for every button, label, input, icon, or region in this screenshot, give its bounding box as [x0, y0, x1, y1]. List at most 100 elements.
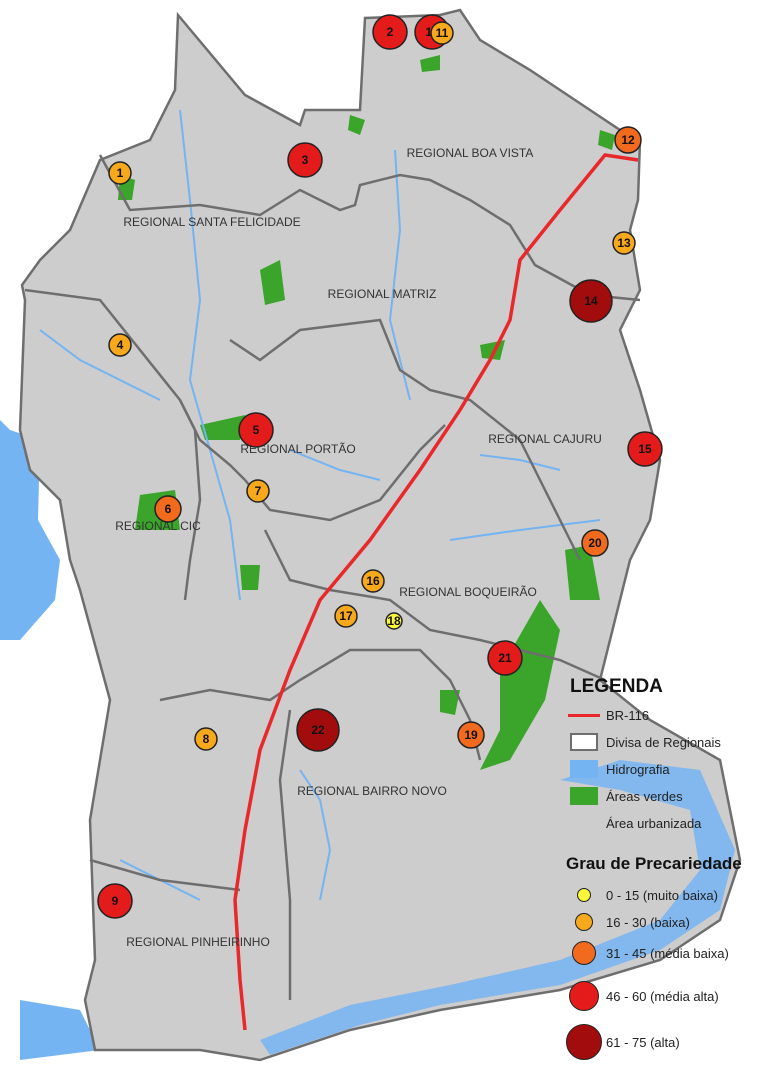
marker-number: 4 [117, 338, 124, 352]
precarity-marker-5: 5 [238, 412, 274, 448]
marker-circle [627, 431, 663, 467]
circle-swatch [577, 888, 591, 902]
marker-number: 1 [117, 166, 124, 180]
precarity-marker-14: 14 [569, 279, 613, 323]
precarity-marker-8: 8 [194, 727, 218, 751]
marker-circle [296, 708, 340, 752]
grau-item-label: 16 - 30 (baixa) [606, 914, 690, 930]
marker-number: 18 [387, 614, 401, 628]
marker-circle [569, 279, 613, 323]
precarity-marker-22: 22 [296, 708, 340, 752]
grau-item-label: 46 - 60 (média alta) [606, 988, 719, 1004]
marker-circle [108, 333, 132, 357]
grau-item-label: 61 - 75 (alta) [606, 1034, 680, 1050]
precarity-marker-3: 3 [287, 142, 323, 178]
region-label-pinheirinho: REGIONAL PINHEIRINHO [126, 935, 270, 949]
precarity-marker-15: 15 [627, 431, 663, 467]
legend-item-label: BR-116 [606, 707, 650, 723]
marker-circle [581, 529, 609, 557]
marker-number: 14 [584, 294, 598, 308]
region-label-cic: REGIONAL CIC [115, 519, 201, 533]
precarity-marker-6: 6 [154, 495, 182, 523]
marker-circle [194, 727, 218, 751]
precarity-marker-1: 1 [108, 161, 132, 185]
rivers [39, 109, 601, 901]
region-label-boa-vista: REGIONAL BOA VISTA [407, 146, 534, 160]
grau-item-label: 0 - 15 (muito baixa) [606, 887, 718, 903]
legend-item-divisa: Divisa de Regionais [566, 731, 721, 753]
grau-item-label: 31 - 45 (média baixa) [606, 945, 729, 961]
marker-circle [108, 161, 132, 185]
marker-circle [154, 495, 182, 523]
marker-circle [97, 883, 133, 919]
precarity-marker-19: 19 [457, 721, 485, 749]
legend-item-label: Divisa de Regionais [606, 734, 721, 750]
circle-swatch [566, 1024, 602, 1060]
marker-circle [614, 126, 642, 154]
grau-item-muito-baixa: 0 - 15 (muito baixa) [566, 884, 718, 906]
marker-circle [361, 569, 385, 593]
legend-item-verdes: Áreas verdes [566, 785, 683, 807]
legend: LEGENDA BR-116 Divisa de Regionais Hidro… [562, 676, 780, 1064]
boundary-swatch [570, 733, 598, 751]
water-body [20, 1000, 100, 1060]
circle-swatch [572, 941, 596, 965]
regional-boundaries [24, 154, 641, 1000]
legend-item-br116: BR-116 [566, 704, 649, 726]
precarity-marker-7: 7 [246, 479, 270, 503]
grau-item-media-alta: 46 - 60 (média alta) [566, 981, 719, 1011]
precarity-marker-2: 2 [372, 14, 408, 50]
precarity-marker-9: 9 [97, 883, 133, 919]
region-label-boqueirao: REGIONAL BOQUEIRÃO [399, 585, 537, 599]
water-swatch [570, 760, 598, 778]
marker-number: 9 [112, 894, 119, 908]
marker-number: 7 [255, 484, 262, 498]
marker-number: 12 [621, 133, 635, 147]
br-116-highway [233, 153, 639, 1031]
precarity-marker-20: 20 [581, 529, 609, 557]
precarity-marker-17: 17 [334, 604, 358, 628]
legend-item-label: Hidrografia [606, 761, 670, 777]
precarity-marker-16: 16 [361, 569, 385, 593]
marker-number: 5 [253, 423, 260, 437]
marker-number: 17 [339, 609, 353, 623]
water-body [0, 420, 60, 640]
region-label-portao: REGIONAL PORTÃO [240, 442, 355, 456]
marker-circle [238, 412, 274, 448]
marker-circle [246, 479, 270, 503]
marker-number: 3 [302, 153, 309, 167]
precarity-marker-4: 4 [108, 333, 132, 357]
region-label-matriz: REGIONAL MATRIZ [328, 287, 437, 301]
urban-swatch [570, 814, 598, 832]
marker-circle [372, 14, 408, 50]
grau-item-baixa: 16 - 30 (baixa) [566, 911, 690, 933]
grau-item-alta: 61 - 75 (alta) [566, 1024, 680, 1060]
marker-circle [612, 231, 636, 255]
marker-number: 21 [498, 651, 512, 665]
grau-item-media-baixa: 31 - 45 (média baixa) [566, 941, 729, 965]
marker-circle [457, 721, 485, 749]
precarity-marker-12: 12 [614, 126, 642, 154]
legend-item-hidro: Hidrografia [566, 758, 670, 780]
marker-number: 22 [311, 723, 325, 737]
marker-number: 8 [203, 732, 210, 746]
circle-swatch [575, 913, 593, 931]
precarity-marker-21: 21 [487, 640, 523, 676]
marker-number: 13 [617, 236, 631, 250]
marker-number: 15 [638, 442, 652, 456]
marker-circle [385, 612, 403, 630]
marker-circle [287, 142, 323, 178]
legend-item-label: Áreas verdes [606, 788, 683, 804]
marker-number: 20 [588, 536, 602, 550]
legend-title: LEGENDA [570, 676, 663, 697]
precarity-marker-11: 11 [430, 21, 454, 45]
marker-number: 16 [366, 574, 380, 588]
region-label-santa-felicidade: REGIONAL SANTA FELICIDADE [123, 215, 300, 229]
circle-swatch [569, 981, 599, 1011]
marker-circle [334, 604, 358, 628]
marker-circle [430, 21, 454, 45]
marker-number: 6 [165, 502, 172, 516]
marker-circle [487, 640, 523, 676]
region-label-bairro-novo: REGIONAL BAIRRO NOVO [297, 784, 447, 798]
